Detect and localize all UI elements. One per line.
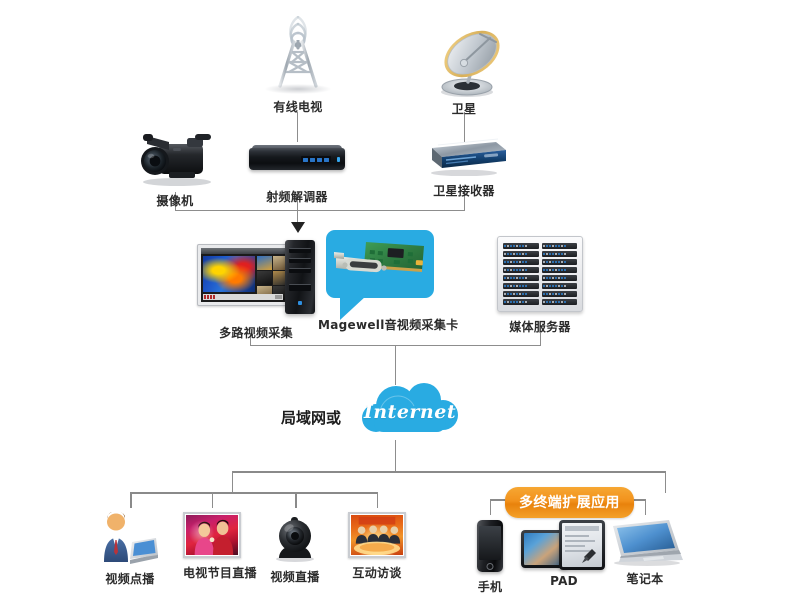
laptop-icon bbox=[607, 518, 683, 566]
app-vod[interactable]: 视频点播 bbox=[100, 510, 160, 587]
device-label: 射频解调器 bbox=[266, 190, 328, 204]
talk-show-photo-icon bbox=[348, 512, 406, 558]
connector-satellite-to-receiver bbox=[464, 112, 465, 142]
terminal-label: 笔记本 bbox=[626, 572, 664, 586]
source-cable-tv[interactable]: 有线电视 bbox=[258, 14, 338, 115]
satellite-receiver-icon bbox=[418, 136, 510, 177]
connector-term-phone bbox=[490, 499, 491, 515]
video-camera-icon bbox=[129, 128, 221, 186]
pcie-capture-card-icon bbox=[332, 238, 428, 288]
cloud-label: Internet bbox=[363, 400, 457, 423]
cloud-icon[interactable]: Internet bbox=[358, 382, 462, 440]
app-interview[interactable]: 互动访谈 bbox=[348, 512, 406, 581]
terminals-badge: 多终端扩展应用 bbox=[505, 487, 634, 518]
device-label: 卫星接收器 bbox=[433, 184, 495, 198]
bus-sources bbox=[175, 210, 465, 211]
connector-dist-left-drop bbox=[232, 471, 233, 493]
bus-applications bbox=[130, 492, 378, 494]
terminal-pad[interactable]: PAD bbox=[521, 518, 607, 588]
monitor-pc-icon bbox=[197, 240, 315, 318]
device-camera[interactable]: 摄像机 bbox=[129, 128, 221, 209]
person-laptop-icon bbox=[100, 510, 160, 564]
connector-dist-right-drop bbox=[665, 471, 666, 493]
core-multi-channel-capture[interactable]: 多路视频采集 bbox=[197, 240, 315, 341]
server-rack-icon bbox=[497, 236, 583, 312]
device-rf-demodulator[interactable]: 射频解调器 bbox=[249, 142, 345, 205]
app-label: 电视节目直播 bbox=[183, 566, 257, 580]
core-media-server[interactable]: 媒体服务器 bbox=[497, 236, 583, 335]
connector-capture-up bbox=[250, 333, 251, 346]
core-label: 多路视频采集 bbox=[219, 326, 293, 340]
core-label: 媒体服务器 bbox=[509, 320, 571, 334]
device-satellite-receiver[interactable]: 卫星接收器 bbox=[418, 136, 510, 199]
device-label: 摄像机 bbox=[156, 194, 194, 208]
connector-receiver-drop bbox=[464, 192, 465, 211]
core-label: Magewell音视频采集卡 bbox=[318, 318, 459, 332]
connector-app-tvlive bbox=[212, 492, 213, 508]
app-tv-live[interactable]: 电视节目直播 bbox=[183, 512, 257, 581]
connector-server-up bbox=[540, 333, 541, 346]
satellite-dish-icon bbox=[424, 18, 510, 98]
source-label: 有线电视 bbox=[273, 100, 323, 114]
magewell-callout-bubble[interactable] bbox=[326, 230, 434, 320]
tablet-icon bbox=[521, 518, 607, 570]
arrow-into-capture-icon bbox=[291, 222, 305, 233]
connector-bus-to-capture bbox=[297, 210, 298, 225]
app-label: 视频点播 bbox=[105, 572, 155, 586]
app-video-live[interactable]: 视频直播 bbox=[269, 512, 321, 585]
core-magewell-card: Magewell音视频采集卡 bbox=[318, 316, 459, 333]
set-top-box-icon bbox=[249, 142, 345, 176]
app-label: 互动访谈 bbox=[352, 566, 402, 580]
bus-distribution bbox=[232, 471, 666, 473]
webcam-icon bbox=[269, 512, 321, 562]
tv-show-photo-icon bbox=[183, 512, 241, 558]
source-satellite[interactable]: 卫星 bbox=[424, 18, 504, 117]
connector-core-to-cloud bbox=[395, 345, 396, 385]
terminal-phone[interactable]: 手机 bbox=[477, 520, 503, 595]
connector-demod-drop bbox=[297, 192, 298, 211]
terminal-notebook[interactable]: 笔记本 bbox=[607, 518, 683, 587]
terminal-label: 手机 bbox=[477, 580, 503, 594]
connector-app-vod bbox=[130, 492, 132, 508]
connector-app-videolive bbox=[295, 492, 297, 508]
terminal-label: PAD bbox=[550, 574, 578, 588]
source-label: 卫星 bbox=[451, 102, 477, 116]
connector-cloud-down bbox=[395, 440, 396, 472]
app-label: 视频直播 bbox=[270, 570, 320, 584]
connector-camera-drop bbox=[175, 192, 176, 211]
connector-cabletv-to-demod bbox=[297, 112, 298, 142]
smartphone-icon bbox=[477, 520, 503, 572]
connector-term-notebook bbox=[645, 499, 646, 515]
broadcast-tower-icon bbox=[259, 14, 337, 94]
bubble-tail bbox=[340, 296, 366, 320]
lan-label: 局域网或 bbox=[281, 409, 342, 427]
connector-app-interview bbox=[377, 492, 378, 508]
